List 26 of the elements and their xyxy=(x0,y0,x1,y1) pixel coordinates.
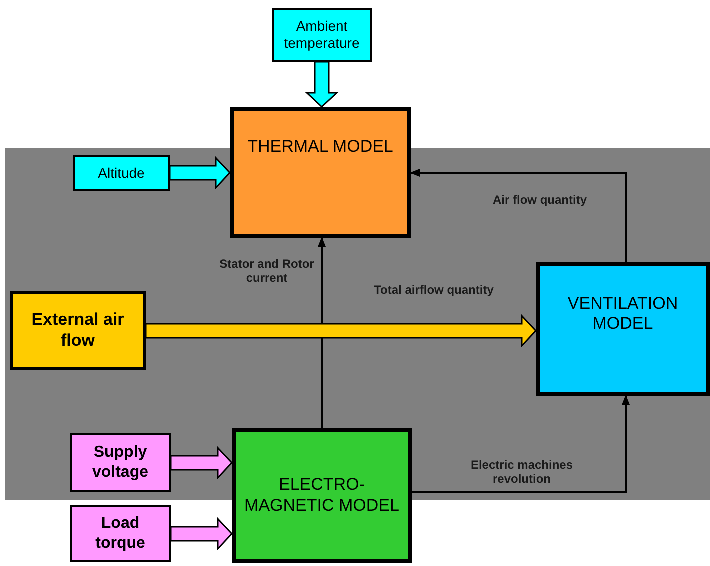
process-box xyxy=(10,291,146,370)
process-box xyxy=(230,107,411,238)
process-box xyxy=(232,428,412,563)
edge-label: Air flow quantity xyxy=(490,193,590,208)
process-box xyxy=(272,8,372,62)
process-box xyxy=(70,505,171,562)
arrow xyxy=(412,395,630,493)
arrow xyxy=(410,169,627,262)
block-arrow xyxy=(145,314,538,348)
box-label: Load torque xyxy=(94,514,146,553)
box-label: Supply voltage xyxy=(91,443,150,482)
arrow xyxy=(318,237,326,428)
process-box xyxy=(70,433,171,492)
box-label: Altitude xyxy=(97,164,146,182)
process-box xyxy=(73,155,170,191)
block-arrow xyxy=(169,156,232,190)
box-label: ELECTRO-MAGNETIC MODEL xyxy=(244,475,400,516)
box-label: THERMAL MODEL xyxy=(246,137,394,158)
box-label: VENTILATION MODEL xyxy=(566,294,680,334)
block-arrow xyxy=(305,61,339,108)
box-label: Ambient temperature xyxy=(283,18,361,52)
box-label: External air flow xyxy=(30,310,126,351)
block-arrow xyxy=(170,446,234,480)
block-arrow xyxy=(170,517,234,551)
process-box xyxy=(536,262,710,396)
edge-label: Total airflow quantity xyxy=(372,283,496,298)
